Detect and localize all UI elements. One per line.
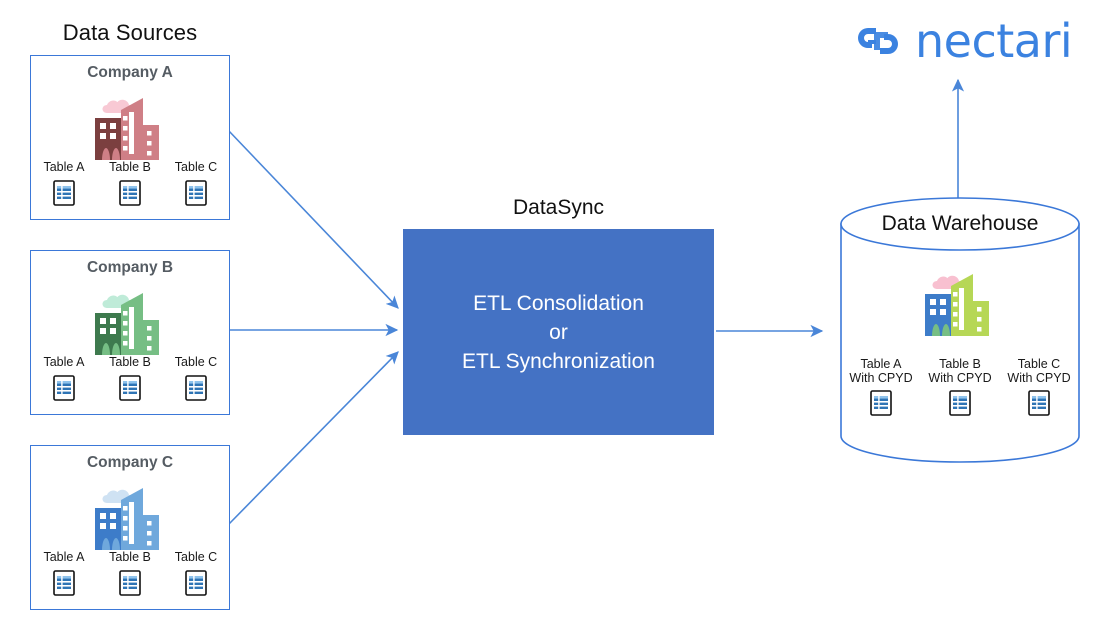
company-c-tables: Table A Table B [31, 550, 229, 596]
table-item[interactable]: Table A [33, 160, 95, 206]
table-item[interactable]: Table B With CPYD [924, 357, 996, 416]
table-label: Table A [43, 160, 85, 174]
table-label: Table B [109, 160, 151, 174]
company-card-c[interactable]: Company C Table A [30, 445, 230, 610]
table-icon [185, 179, 207, 206]
arrow-company-c-to-datasync [227, 351, 399, 526]
table-icon [185, 569, 207, 596]
table-item[interactable]: Table C [165, 160, 227, 206]
datasync-line-3: ETL Synchronization [462, 349, 655, 373]
table-icon [185, 374, 207, 401]
nectari-logo[interactable]: nectari [855, 14, 1073, 68]
data-warehouse-title: Data Warehouse [881, 212, 1039, 235]
company-b-tables: Table A Table B [31, 355, 229, 401]
table-item[interactable]: Table B [99, 355, 161, 401]
warehouse-tables: Table A With CPYD Table B With CPYD [845, 357, 1075, 416]
nectari-wordmark: nectari [915, 14, 1073, 68]
table-label: Table C [174, 550, 218, 564]
datasync-title: DataSync [512, 196, 605, 219]
table-icon [119, 569, 141, 596]
company-card-a[interactable]: Company A Table A [30, 55, 230, 220]
table-icon [119, 374, 141, 401]
company-a-name: Company A [87, 64, 173, 81]
table-label: Table B [109, 355, 151, 369]
arrow-company-a-to-datasync [227, 129, 399, 309]
table-icon [53, 179, 75, 206]
table-label-line2: With CPYD [1007, 370, 1071, 385]
table-label: Table B [109, 550, 151, 564]
office-buildings-icon-warehouse [925, 274, 989, 336]
table-item[interactable]: Table A With CPYD [845, 357, 917, 416]
company-b-name: Company B [86, 259, 174, 276]
office-buildings-icon-company-b [95, 293, 159, 355]
table-icon [870, 390, 892, 416]
table-icon [1028, 390, 1050, 416]
table-item[interactable]: Table C [165, 355, 227, 401]
table-label: Table C [174, 160, 218, 174]
table-label-line1: Table B [939, 357, 981, 371]
table-label-line2: With CPYD [928, 370, 992, 385]
nectari-link-mark-icon [858, 28, 898, 54]
table-label: Table C [174, 355, 218, 369]
table-label: Table A [43, 550, 85, 564]
company-c-name: Company C [86, 454, 174, 471]
datasync-line-2: or [549, 320, 568, 344]
office-buildings-icon-company-c [95, 488, 159, 550]
table-icon [949, 390, 971, 416]
table-label-line1: Table C [1017, 357, 1061, 371]
table-label-line1: Table A [860, 357, 902, 371]
office-buildings-icon-company-a [95, 98, 159, 160]
table-item[interactable]: Table C With CPYD [1003, 357, 1075, 416]
table-item[interactable]: Table C [165, 550, 227, 596]
table-item[interactable]: Table A [33, 550, 95, 596]
data-warehouse-cylinder[interactable] [838, 196, 1082, 464]
table-label: Table A [43, 355, 85, 369]
datasync-box[interactable]: ETL Consolidation or ETL Synchronization [403, 229, 714, 435]
table-item[interactable]: Table A [33, 355, 95, 401]
table-item[interactable]: Table B [99, 160, 161, 206]
datasync-line-1: ETL Consolidation [473, 291, 644, 315]
table-icon [119, 179, 141, 206]
table-item[interactable]: Table B [99, 550, 161, 596]
data-sources-title: Data Sources [62, 20, 198, 45]
company-a-tables: Table A Table B [31, 160, 229, 206]
company-card-b[interactable]: Company B Table A [30, 250, 230, 415]
table-icon [53, 569, 75, 596]
table-label-line2: With CPYD [849, 370, 913, 385]
table-icon [53, 374, 75, 401]
datasync-text-block: ETL Consolidation or ETL Synchronization [462, 289, 655, 376]
